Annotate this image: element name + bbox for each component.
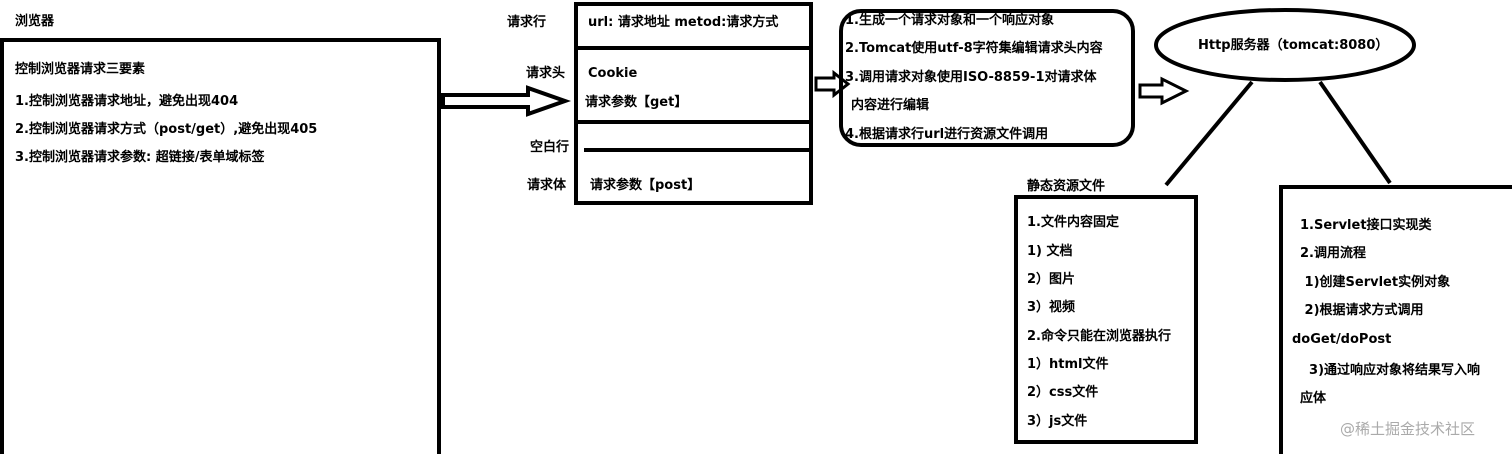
- arrow-browser-to-request: [441, 85, 572, 117]
- static-item: 2）图片: [1027, 272, 1076, 287]
- servlet-item: 2.调用流程: [1300, 246, 1366, 261]
- servlet-item: 1)创建Servlet实例对象: [1300, 275, 1451, 290]
- request-body-label: 请求体: [527, 178, 567, 193]
- servlet-item: 2)根据请求方式调用: [1300, 303, 1424, 318]
- watermark: @稀土掘金技术社区: [1340, 420, 1476, 438]
- browser-box: [0, 38, 441, 454]
- request-header-params: 请求参数【get】: [585, 95, 688, 110]
- server-ellipse: [1154, 8, 1416, 82]
- arrow-to-server: [1138, 76, 1190, 106]
- request-body-params: 请求参数【post】: [590, 178, 701, 193]
- servlet-item: 3)通过响应对象将结果写入响: [1300, 363, 1481, 378]
- request-header-cookie: Cookie: [588, 66, 638, 81]
- tomcat-steps-box: [839, 9, 1135, 147]
- arrow-request-to-tomcat: [814, 69, 851, 99]
- tomcat-step: 3.调用请求对象使用ISO-8859-1对请求体: [845, 70, 1097, 85]
- static-item: 1）html文件: [1027, 357, 1109, 372]
- static-item: 3）视频: [1027, 300, 1076, 315]
- tomcat-step: 1.生成一个请求对象和一个响应对象: [845, 13, 1054, 28]
- request-header-label: 请求头: [526, 66, 566, 81]
- tomcat-step: 2.Tomcat使用utf-8字符集编辑请求头内容: [845, 41, 1103, 56]
- browser-item: 2.控制浏览器请求方式（post/get）,避免出现405: [15, 122, 318, 137]
- request-line-label: 请求行: [507, 15, 547, 30]
- static-item: 1.文件内容固定: [1027, 215, 1119, 230]
- link-static: [1164, 80, 1254, 187]
- server-label: Http服务器（tomcat:8080）: [1198, 38, 1389, 53]
- servlet-item: 1.Servlet接口实现类: [1300, 218, 1432, 233]
- request-blank-label: 空白行: [530, 140, 570, 155]
- static-files-box: [1014, 195, 1198, 444]
- servlet-box: [1279, 185, 1512, 454]
- browser-item: 3.控制浏览器请求参数: 超链接/表单域标签: [15, 150, 265, 165]
- request-box: [574, 2, 813, 205]
- static-item: 1) 文档: [1027, 244, 1073, 259]
- static-item: 2.命令只能在浏览器执行: [1027, 329, 1171, 344]
- static-item: 2）css文件: [1027, 385, 1099, 400]
- tomcat-step: 4.根据请求行url进行资源文件调用: [845, 127, 1049, 142]
- servlet-item: 应体: [1300, 391, 1327, 406]
- browser-heading: 控制浏览器请求三要素: [15, 62, 146, 77]
- link-servlet: [1318, 80, 1392, 185]
- static-files-title: 静态资源文件: [1027, 179, 1106, 194]
- servlet-item: doGet/doPost: [1292, 332, 1392, 347]
- static-item: 3）js文件: [1027, 414, 1088, 429]
- browser-item: 1.控制浏览器请求地址，避免出现404: [15, 94, 239, 109]
- tomcat-step: 内容进行编辑: [851, 98, 930, 113]
- request-line-content: url: 请求地址 metod:请求方式: [588, 15, 779, 30]
- browser-title: 浏览器: [15, 14, 55, 29]
